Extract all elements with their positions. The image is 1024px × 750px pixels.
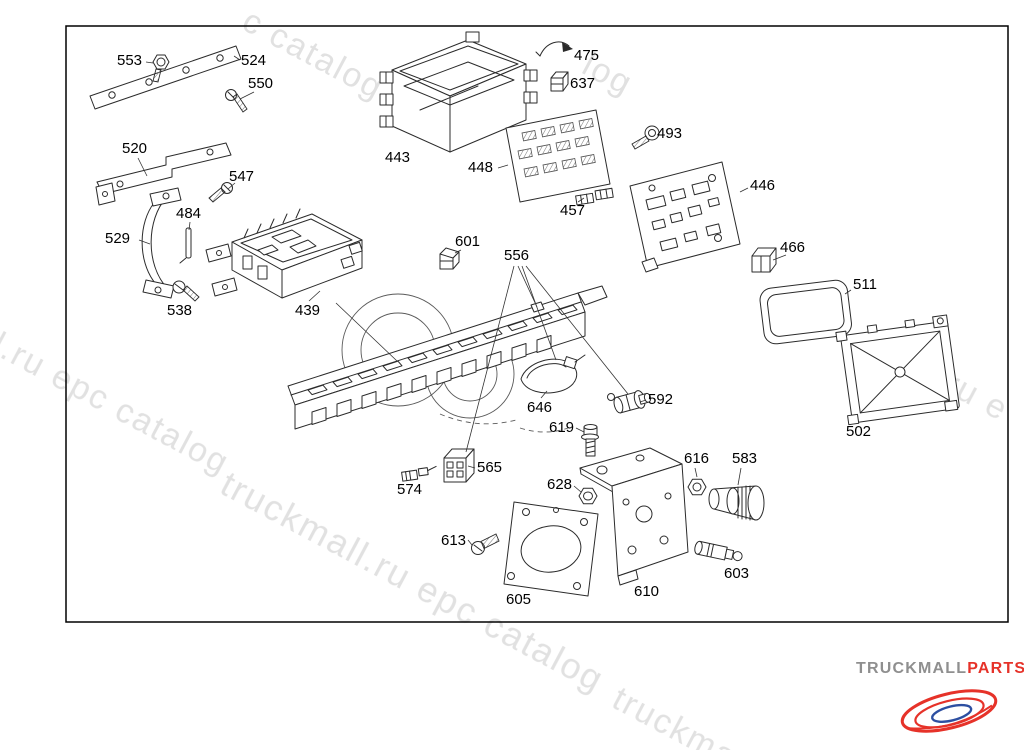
part-label-446: 446 (750, 177, 776, 194)
leader-lines (137, 55, 852, 546)
part-label-613: 613 (441, 532, 467, 549)
watermark-text: l.ru epc catalog (0, 326, 236, 483)
part-drawing-574 (401, 465, 437, 482)
part-label-538: 538 (167, 302, 193, 319)
part-label-628: 628 (547, 476, 573, 493)
part-drawing-493 (631, 125, 660, 150)
part-label-475: 475 (574, 47, 600, 64)
diagram-border (65, 25, 1009, 623)
part-drawing-520 (95, 142, 232, 206)
frame-clip-556 (530, 301, 545, 313)
part-drawing-592 (607, 390, 652, 414)
part-drawing-511 (759, 279, 852, 345)
part-drawing-446 (629, 161, 741, 273)
part-drawing-583 (708, 485, 765, 521)
part-label-574: 574 (397, 481, 423, 498)
part-drawing-550 (225, 89, 248, 113)
chassis-frame-drawing (287, 285, 608, 430)
part-label-443: 443 (385, 149, 411, 166)
part-drawing-613 (471, 533, 500, 555)
part-label-524: 524 (241, 52, 267, 69)
part-drawing-547 (208, 182, 233, 203)
part-drawing-439 (205, 208, 363, 299)
logo-swirl-graphic (900, 689, 998, 733)
part-label-520: 520 (122, 140, 148, 157)
part-drawing-637 (550, 71, 569, 92)
part-label-550: 550 (248, 75, 274, 92)
part-drawing-457 (575, 187, 614, 206)
part-drawing-448 (505, 109, 611, 203)
part-label-511: 511 (853, 276, 877, 293)
part-label-556: 556 (504, 247, 530, 264)
logo-accent-text: PARTS (967, 660, 1024, 677)
part-drawing-565 (443, 448, 475, 483)
part-label-603: 603 (724, 565, 750, 582)
part-drawing-610 (579, 447, 689, 586)
part-label-619: 619 (549, 419, 575, 436)
part-label-457: 457 (560, 202, 586, 219)
part-drawing-603 (694, 540, 743, 562)
part-label-448: 448 (468, 159, 494, 176)
part-drawing-529 (141, 187, 182, 299)
part-drawing-616 (687, 478, 707, 496)
truckmall-logo: TRUCKMALLPARTS (856, 660, 1024, 750)
part-drawing-443 (379, 31, 538, 153)
part-label-646: 646 (527, 399, 553, 416)
watermark-text: truckma (606, 680, 743, 750)
part-label-547: 547 (229, 168, 255, 185)
part-drawing-619 (581, 424, 599, 457)
part-label-583: 583 (732, 450, 758, 467)
part-label-605: 605 (506, 591, 532, 608)
part-drawing-601 (439, 247, 460, 270)
part-drawing-628 (578, 487, 598, 505)
part-label-484: 484 (176, 205, 202, 222)
part-drawing-538 (172, 280, 200, 302)
part-label-529: 529 (105, 230, 131, 247)
part-label-616: 616 (684, 450, 710, 467)
logo-text: TRUCKMALLPARTS (856, 660, 1024, 678)
part-drawing-605 (503, 501, 599, 597)
part-drawing-553 (152, 54, 170, 83)
part-drawing-475 (535, 41, 573, 57)
part-drawing-646 (520, 354, 586, 394)
part-label-439: 439 (295, 302, 321, 319)
part-label-610: 610 (634, 583, 660, 600)
logo-brand-text: TRUCKMALL (856, 660, 968, 677)
part-label-637: 637 (570, 75, 596, 92)
part-label-601: 601 (455, 233, 481, 250)
part-drawing-466 (751, 247, 777, 273)
part-label-592: 592 (648, 391, 674, 408)
part-drawing-524 (89, 45, 242, 110)
part-label-493: 493 (657, 125, 683, 142)
part-label-553: 553 (117, 52, 143, 69)
part-label-466: 466 (780, 239, 806, 256)
part-drawing-502 (835, 314, 960, 426)
part-drawing-484 (179, 227, 192, 264)
part-label-502: 502 (846, 423, 872, 440)
part-label-565: 565 (477, 459, 503, 476)
